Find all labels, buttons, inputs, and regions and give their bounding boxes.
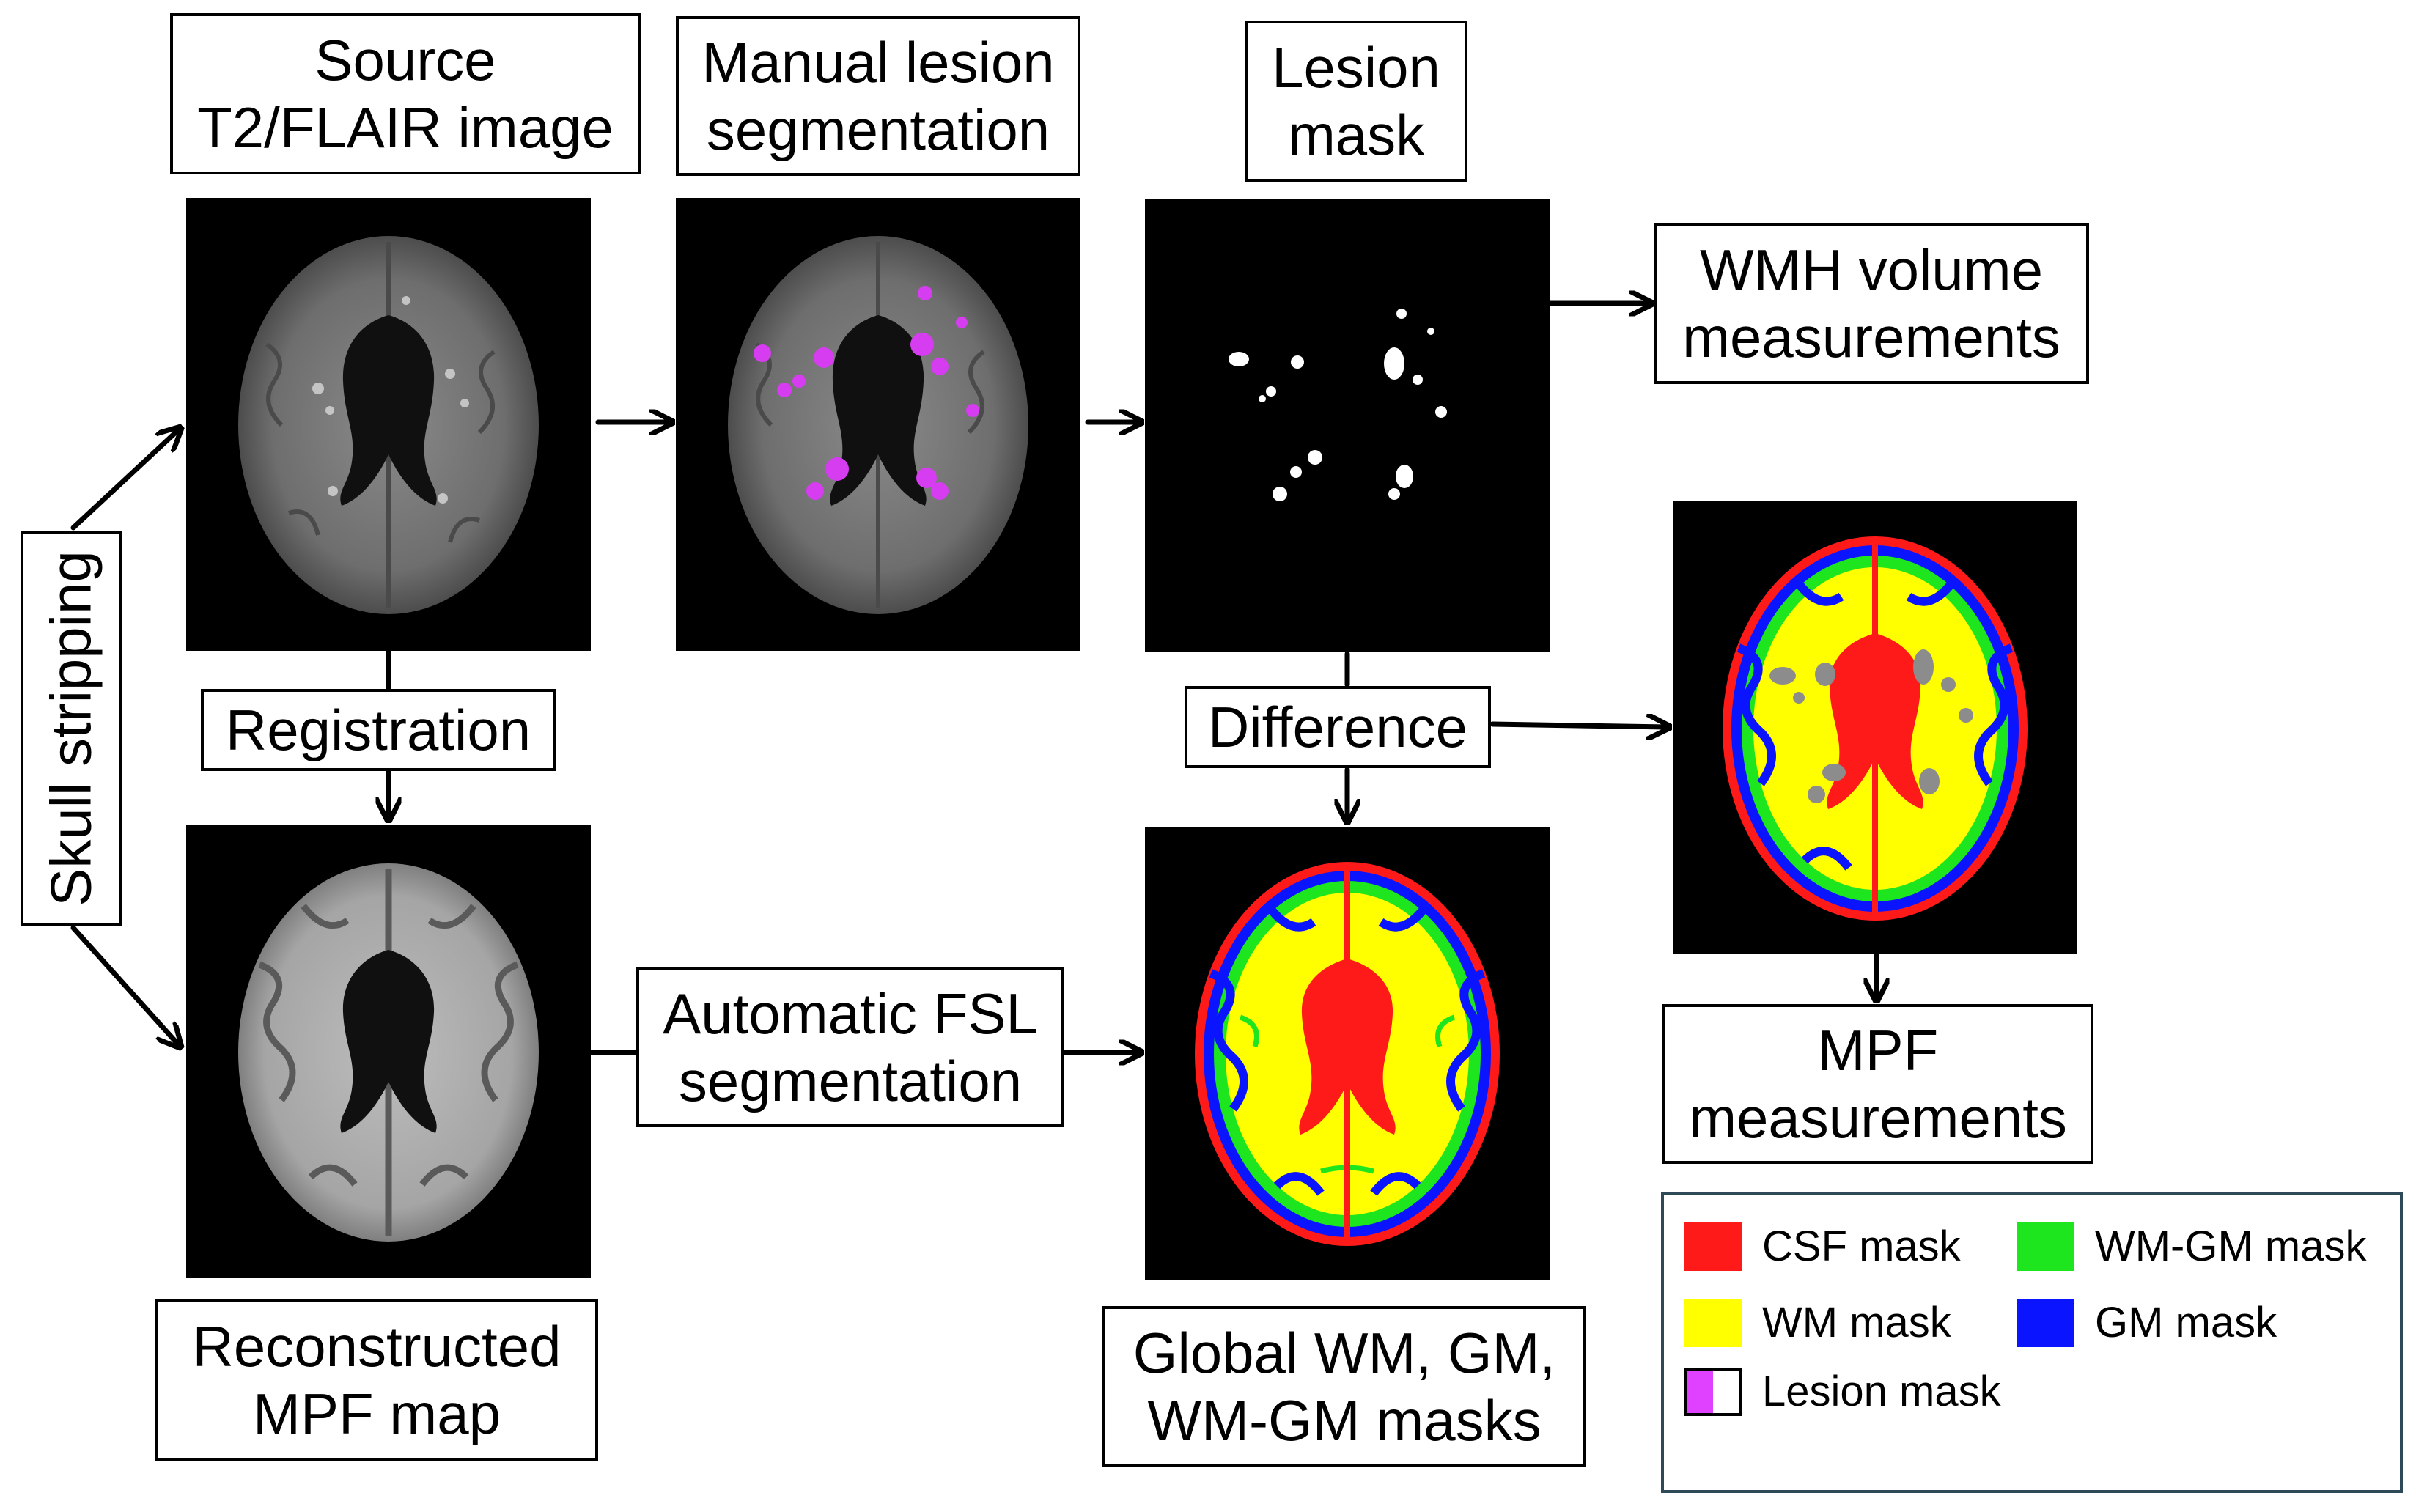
reconstructed-line2: MPF map [252,1382,501,1446]
skull-stripping-text: Skull stripping [38,550,103,907]
lesion-mask-line1: Lesion [1272,34,1440,100]
wmh-volume-label: WMH volume measurements [1654,223,2089,384]
legend-csf-label: CSF mask [1762,1222,1961,1270]
automatic-line1: Automatic FSL [663,981,1038,1046]
legend-item-csf: CSF mask [1684,1222,1961,1271]
legend-wm-label: WM mask [1762,1299,1951,1346]
reconstructed-mpf-label: Reconstructed MPF map [155,1299,598,1461]
source-label-line2: T2/FLAIR image [197,95,614,160]
source-flair-image [186,198,591,651]
lesion-mask-line2: mask [1287,103,1425,167]
wmh-line2: measurements [1682,305,2060,369]
arrow-difference-to-image [1489,724,1667,727]
mpf-line1: MPF [1817,1017,1939,1083]
legend-item-wmgm: WM-GM mask [2017,1222,2367,1271]
manual-label-line2: segmentation [706,97,1050,162]
lesion-mask-label: Lesion mask [1245,21,1467,182]
registration-label: Registration [201,689,556,771]
legend: CSF mask WM-GM mask WM mask GM mask Lesi… [1661,1192,2403,1493]
lesion-swatch [1684,1367,1742,1416]
wm-swatch [1684,1298,1742,1347]
difference-segmentation-image [1673,501,2077,954]
manual-segmentation-label: Manual lesion segmentation [676,16,1080,176]
manual-segmentation-image [676,198,1080,651]
mpf-line2: measurements [1689,1085,2067,1150]
global-masks-label: Global WM, GM, WM-GM masks [1102,1306,1586,1467]
wmgm-swatch [2017,1222,2074,1271]
legend-item-lesion: Lesion mask [1684,1367,2001,1416]
difference-text: Difference [1207,694,1468,759]
mpf-measurements-label: MPF measurements [1662,1004,2093,1164]
reconstructed-line1: Reconstructed [192,1313,561,1379]
legend-item-wm: WM mask [1684,1298,1951,1347]
fsl-segmentation-image [1145,827,1550,1280]
reconstructed-mpf-image [186,825,591,1278]
lesion-mask-image [1145,199,1550,652]
source-label-line1: Source [314,27,496,92]
difference-label: Difference [1185,686,1491,768]
source-image-label: Source T2/FLAIR image [170,13,641,174]
automatic-line2: segmentation [678,1049,1023,1113]
csf-swatch [1684,1222,1742,1271]
arrow-skull-to-source [70,429,179,531]
legend-lesion-label: Lesion mask [1762,1368,2001,1415]
global-line1: Global WM, GM, [1132,1320,1556,1385]
arrow-skull-to-mpf [70,925,179,1045]
legend-wmgm-label: WM-GM mask [2095,1222,2367,1270]
legend-item-gm: GM mask [2017,1298,2277,1347]
gm-swatch [2017,1298,2074,1347]
global-line2: WM-GM masks [1147,1388,1542,1453]
automatic-fsl-label: Automatic FSL segmentation [636,967,1064,1127]
skull-stripping-label: Skull stripping [21,531,122,926]
registration-text: Registration [225,697,531,762]
manual-label-line1: Manual lesion [701,29,1055,95]
legend-gm-label: GM mask [2095,1299,2277,1346]
wmh-line1: WMH volume [1699,237,2044,302]
